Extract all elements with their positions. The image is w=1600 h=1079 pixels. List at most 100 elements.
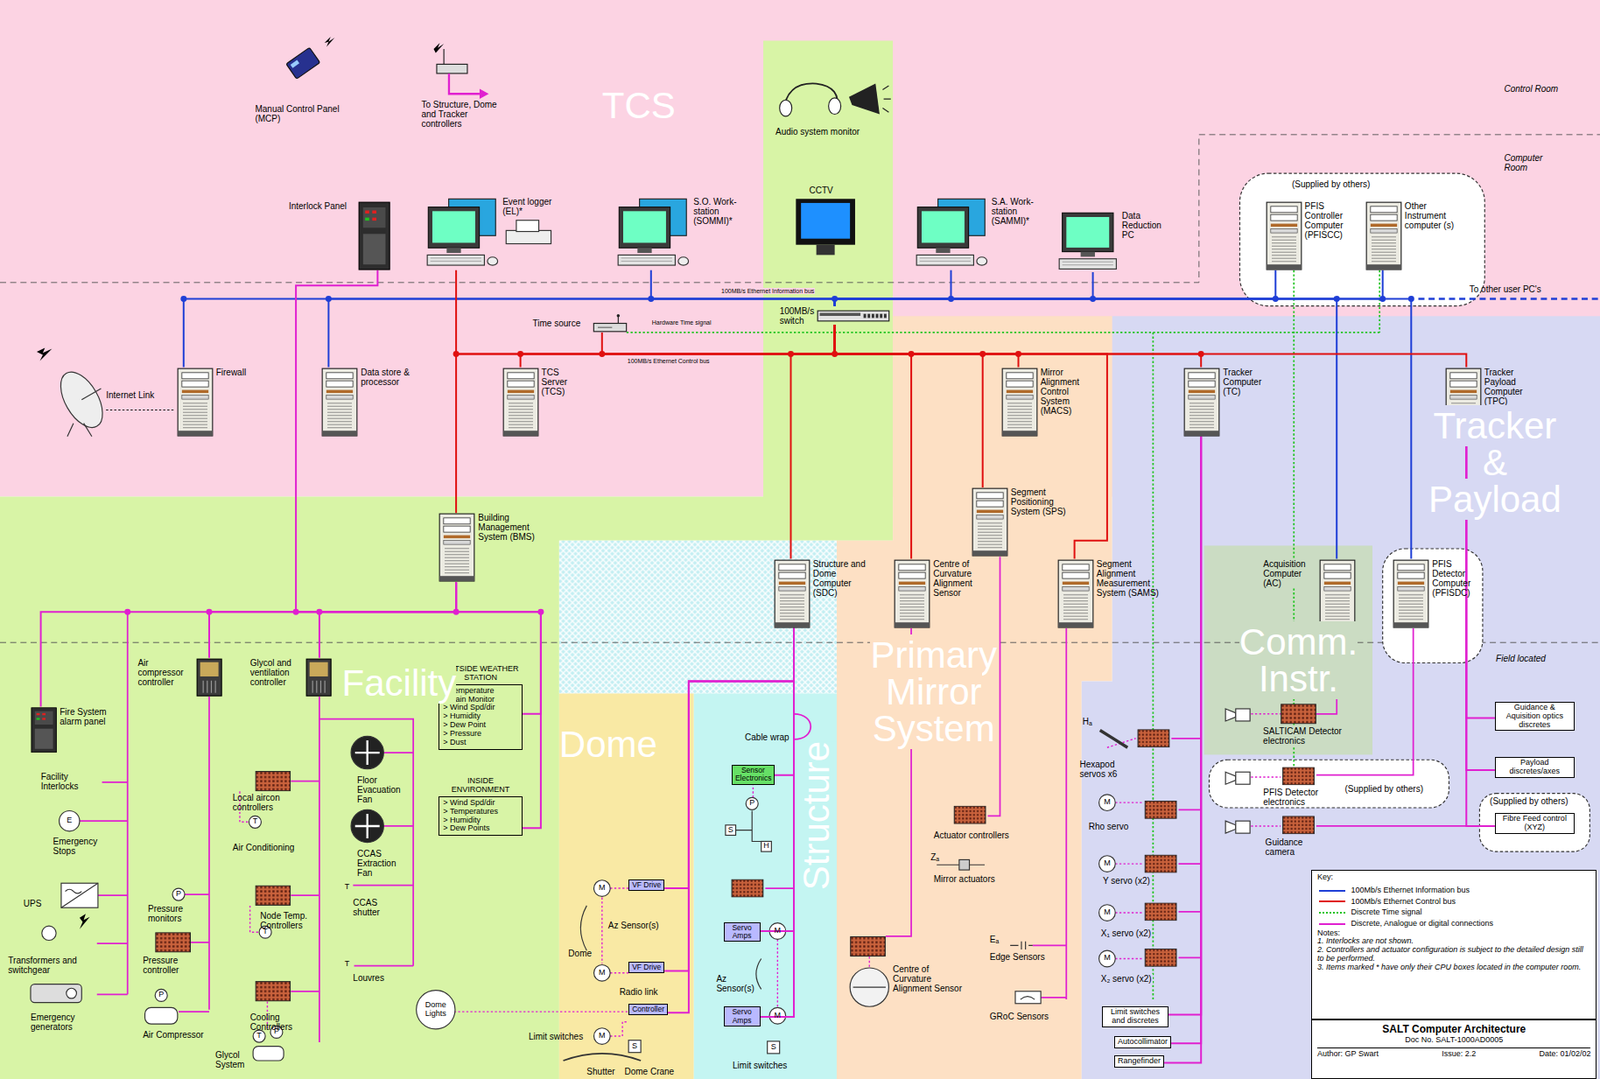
label: CCAS Extraction Fan [357,849,411,878]
label: Centre of Curvature Alignment Sensor [892,964,969,994]
connector [209,582,457,658]
computer-icon [1319,559,1356,629]
label: Pressure controller [142,955,204,976]
label: M [774,926,782,936]
label: Hardware Time signal [651,319,713,327]
connector [664,628,794,889]
node-text: Glycol and ventilation controller [250,658,304,688]
connector [664,628,794,972]
node-ctlL: Glycol and ventilation controller [250,658,333,697]
connector [520,325,836,368]
key-frame [1311,870,1597,1079]
label: Shutter [586,1066,615,1077]
label: X₁ servo (x2) [1100,928,1152,939]
label: Emergency generators [30,1012,103,1032]
label: Floor Evacuation Fan [357,775,411,805]
connector [835,325,913,560]
node-text: Rangefinder [1117,1057,1161,1067]
label: Local aircon controllers [232,792,305,813]
legend-item: 100Mb/s Ethernet Control bus [1319,898,1456,907]
label: Internet Link [105,390,155,400]
computer-icon [1365,201,1403,271]
node-pbox: Servo Amps [723,1006,761,1027]
region-label-box: Facility [342,665,457,702]
label: H [763,842,770,851]
time-signal [626,270,1380,1000]
node-text: Payload discretes/axes [1498,758,1572,777]
node-text: Firewall [216,367,262,378]
computer-icon [773,559,811,629]
node-text: PFIS Detector Computer (PFISDC) [1431,559,1478,598]
label: Rho servo [1087,821,1130,832]
region-label: Tracker & Payload [1428,405,1562,520]
region-label: TCS [602,84,676,127]
region-label: Facility [342,662,457,704]
legend-item: 100Mb/s Ethernet Information bus [1319,886,1470,896]
computer-icon [305,658,332,697]
label: T [262,927,268,937]
label: (Supplied by others) [1345,784,1425,794]
node-text: Issue: 2.2 [1441,1050,1476,1060]
label: Hexapod servos x6 [1079,759,1136,779]
node-text: Air compressor controller [137,658,194,688]
computer-icon [1265,201,1303,271]
label: Field located [1495,653,1546,664]
node-text: Building Management System (BMS) [477,512,555,542]
label: UPS [23,898,43,909]
connector [667,628,794,1013]
label: Eₐ [989,934,999,945]
supplied-clouds [1208,173,1590,852]
connector [835,299,1338,560]
node-text: Acquisition Computer (AC) [1263,559,1317,589]
node-text: TCS Server (TCS) [541,367,583,397]
label: (Supplied by others) [1291,179,1371,190]
label: M [598,884,606,893]
node-ctlL: Air compressor controller [137,658,223,697]
connector [835,272,1094,307]
label: M [1103,798,1111,808]
legend-item: Discrete Time signal [1319,908,1422,918]
label: Y servo (x2) [1101,876,1151,886]
node-text: Fibre Feed control (XYZ) [1498,814,1572,833]
label: Dome Crane [624,1066,674,1077]
node-text: Centre of Curvature Alignment Sensor [933,559,987,598]
label: GRoC Sensors [989,1011,1049,1022]
computer-icon [1057,559,1095,629]
label: 100MB/s Ethernet Control bus [626,357,711,365]
region-label-box: TCS [602,87,676,125]
node-text: Sensor Electronics [735,766,772,784]
node-pc: Segment Positioning System (SPS) [971,487,1067,557]
node-pc: PFIS Controller Computer (PFISCC) [1265,201,1351,271]
node-text: Servo Amps [727,924,758,941]
legend-text: 100Mb/s Ethernet Control bus [1350,898,1456,907]
label: S [728,826,734,836]
legend-item: Discrete, Analogue or digital connection… [1319,919,1494,929]
label: S [771,1043,777,1053]
connector [651,270,836,307]
connector [456,270,836,355]
label: Az Sensor(s) [715,974,762,994]
node-text: > Humidity [442,712,519,722]
legend-line [1319,921,1346,927]
node-wbox: Payload discretes/axes [1494,757,1575,779]
computer-icon [893,559,931,629]
label: Computer Room [1503,153,1565,173]
computer-icon [816,309,891,323]
connector [835,270,1383,307]
dotted-links [239,714,1281,1037]
node-text: INSIDE ENVIRONMENT [438,777,523,795]
node-text: Data store & processor [360,367,417,387]
top-icons [36,36,1599,437]
node-text: Controller [631,1005,665,1014]
computer-icon [915,196,990,271]
node-pbox: Controller [628,1003,668,1016]
node-text: > Humidity [442,816,519,826]
node-text: VF Drive [631,881,661,890]
label: T [252,817,259,827]
label: Zₐ [930,852,940,863]
label: CCAS shutter [352,898,394,918]
label: Actuator controllers [933,830,1010,841]
connector [835,270,1277,307]
node-text: 3. Items marked * have only their CPU bo… [1317,963,1591,973]
label: Radio link [619,987,659,997]
